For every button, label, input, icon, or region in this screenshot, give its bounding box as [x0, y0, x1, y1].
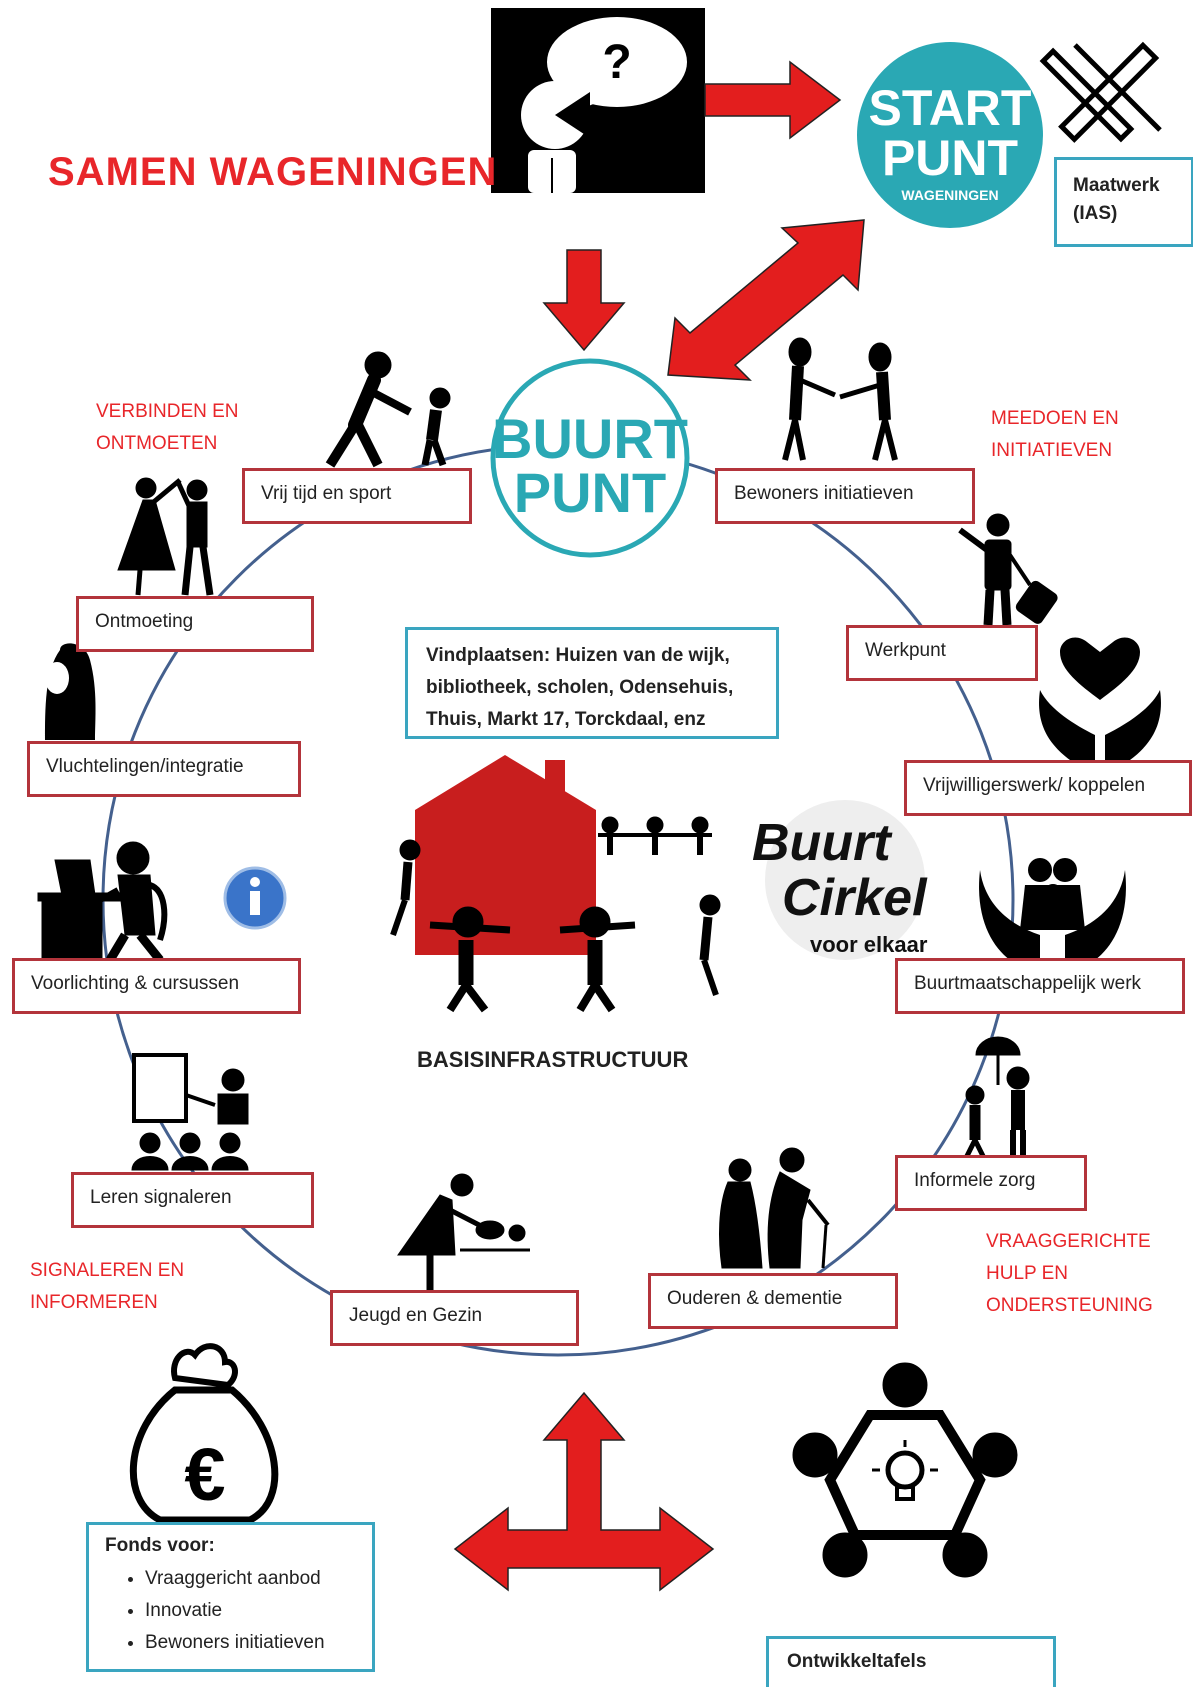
info-icon: [223, 866, 287, 930]
maatwerk-line2: (IAS): [1073, 203, 1118, 224]
buurtpunt-line1: BUURT: [492, 407, 688, 470]
arrow-right-startpunt: [704, 60, 842, 140]
category-signaleren: SIGNALEREN EN INFORMEREN: [30, 1255, 184, 1319]
category-vraaggericht-line1: VRAAGGERICHTE: [986, 1231, 1151, 1252]
vindplaatsen-line3: Thuis, Markt 17, Torckdaal, enz: [426, 709, 706, 730]
computer-person-icon: [37, 841, 168, 963]
teacher-class-icon: [131, 1053, 249, 1171]
umbrella-people-icon: [962, 1036, 1030, 1162]
category-verbinden: VERBINDEN EN ONTMOETEN: [96, 396, 239, 460]
category-signaleren-line2: INFORMEREN: [30, 1292, 158, 1313]
family-hands-icon: [979, 858, 1126, 960]
meeting-lightbulb-icon: [792, 1362, 1018, 1578]
baby-changing-icon: [397, 1173, 530, 1290]
maatwerk-box: Maatwerk (IAS): [1054, 157, 1193, 247]
traveller-icon: [958, 513, 1058, 626]
hijab-woman-icon: [45, 643, 96, 740]
page-title: SAMEN WAGENINGEN: [48, 150, 498, 194]
category-meedoen-line2: INITIATIEVEN: [991, 440, 1113, 461]
startpunt-logo: START PUNT WAGENINGEN: [857, 42, 1043, 228]
service-informele-zorg: Informele zorg: [895, 1155, 1087, 1211]
arrow-bottom-triple: [453, 1391, 715, 1592]
category-vraaggericht: VRAAGGERICHTE HULP EN ONDERSTEUNING: [986, 1226, 1153, 1322]
startpunt-line3: WAGENINGEN: [901, 187, 998, 203]
service-werkpunt: Werkpunt: [846, 625, 1038, 681]
buurtcirkel-line3: voor elkaar: [810, 932, 928, 957]
service-jeugd: Jeugd en Gezin: [330, 1290, 579, 1346]
category-signaleren-line1: SIGNALEREN EN: [30, 1260, 185, 1281]
buurtcirkel-line2: Cirkel: [782, 869, 928, 927]
svg-text:?: ?: [602, 36, 631, 89]
category-meedoen-line1: MEEDOEN EN: [991, 408, 1119, 429]
ontwikkeltafels-box: Ontwikkeltafels: [766, 1636, 1056, 1687]
buurtcirkel-logo: Buurt Cirkel voor elkaar: [752, 800, 928, 960]
vindplaatsen-box: Vindplaatsen: Huizen van de wijk, biblio…: [405, 627, 779, 739]
buurtpunt-line2: PUNT: [514, 461, 666, 524]
vindplaatsen-line1: Vindplaatsen: Huizen van de wijk,: [426, 645, 730, 666]
question-person-icon: ?: [491, 8, 705, 193]
arrow-down-buurtpunt: [542, 249, 626, 352]
category-vraaggericht-line2: HULP EN: [986, 1263, 1069, 1284]
tools-icon: [1039, 41, 1162, 143]
category-verbinden-line2: ONTMOETEN: [96, 433, 218, 454]
handshake-icon: [782, 337, 898, 461]
service-ouderen: Ouderen & dementie: [648, 1273, 898, 1329]
heart-hands-icon: [1039, 637, 1161, 760]
service-vluchtelingen: Vluchtelingen/integratie: [27, 741, 301, 797]
startpunt-line2: PUNT: [882, 130, 1018, 186]
buurtcirkel-line1: Buurt: [752, 814, 893, 872]
fonds-list: Vraaggericht aanbod Innovatie Bewoners i…: [105, 1563, 372, 1659]
buurtpunt-logo: BUURT PUNT: [490, 358, 690, 558]
elderly-couple-icon: [719, 1147, 830, 1269]
fonds-heading-text: Fonds voor:: [105, 1535, 215, 1556]
house-people-icon: [390, 755, 721, 1013]
fonds-heading: Fonds voor:: [105, 1535, 372, 1557]
service-voorlichting: Voorlichting & cursussen: [12, 958, 301, 1014]
service-ontmoeting: Ontmoeting: [76, 596, 314, 652]
push-swing-icon: [325, 351, 451, 468]
service-vrijwilligerswerk: Vrijwilligerswerk/ koppelen: [904, 760, 1192, 816]
fonds-item: Vraaggericht aanbod: [145, 1563, 372, 1595]
fonds-item: Innovatie: [145, 1595, 372, 1627]
service-bewoners: Bewoners initiatieven: [715, 468, 975, 524]
vindplaatsen-line2: bibliotheek, scholen, Odensehuis,: [426, 677, 734, 698]
svg-text:€: €: [184, 1433, 225, 1516]
service-buurtmaatschappelijk: Buurtmaatschappelijk werk: [895, 958, 1185, 1014]
service-leren: Leren signaleren: [71, 1172, 314, 1228]
money-bag-icon: €: [129, 1343, 279, 1524]
fonds-box: Fonds voor: Vraaggericht aanbod Innovati…: [86, 1522, 375, 1672]
maatwerk-line1: Maatwerk: [1073, 175, 1160, 196]
category-verbinden-line1: VERBINDEN EN: [96, 401, 239, 422]
arrow-double-startpunt-buurtpunt: [667, 219, 865, 381]
category-vraaggericht-line3: ONDERSTEUNING: [986, 1295, 1153, 1316]
startpunt-line1: START: [869, 80, 1032, 136]
basis-label: BASISINFRASTRUCTUUR: [417, 1047, 689, 1072]
service-vrij-tijd: Vrij tijd en sport: [242, 468, 472, 524]
category-meedoen: MEEDOEN EN INITIATIEVEN: [991, 403, 1119, 467]
fonds-item: Bewoners initiatieven: [145, 1627, 372, 1659]
dancing-couple-icon: [117, 477, 214, 596]
